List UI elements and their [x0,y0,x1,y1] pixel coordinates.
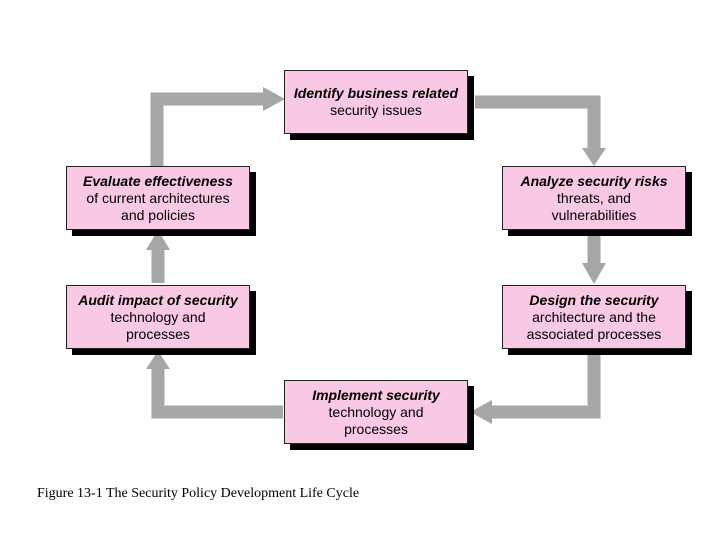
step-design-title: Design the security [529,291,659,308]
arrowhead-audit [146,351,170,369]
step-identify: Identify business related security issue… [284,70,468,134]
figure-caption: Figure 13-1 The Security Policy Developm… [37,486,360,501]
step-design: Design the security architecture and the… [502,285,686,349]
step-design-body-line2: associated processes [526,325,662,342]
step-audit-title: Audit impact of security [78,291,238,308]
arrow-identify-to-analyze [475,95,601,148]
arrowhead-evaluate [146,230,170,250]
step-audit: Audit impact of security technology and … [66,285,250,349]
step-implement-body-line2: processes [344,420,408,437]
step-audit-body-line2: processes [126,325,190,342]
step-analyze-title: Analyze security risks [520,172,668,189]
arrowhead-implement [470,400,492,424]
step-design-body-line1: architecture and the [532,308,656,325]
step-analyze-body-line2: vulnerabilities [551,206,637,223]
step-implement-body-line1: technology and [328,403,424,420]
step-identify-title: Identify business related [293,85,459,101]
step-analyze-body-line1: threats, and [557,189,631,206]
step-analyze: Analyze security risks threats, and vuln… [502,166,686,230]
arrow-evaluate-to-identify [150,92,263,168]
arrow-design-to-implement [492,350,601,419]
step-identify-body: security issues [330,102,422,118]
arrow-implement-to-audit [151,369,283,419]
arrowhead-design [582,263,606,284]
arrowhead-analyze [582,148,606,166]
step-audit-body-line1: technology and [110,308,206,325]
step-evaluate: Evaluate effectiveness of current archit… [66,166,250,230]
step-evaluate-title: Evaluate effectiveness [83,172,233,189]
step-evaluate-body-line1: of current architectures [86,189,230,206]
step-implement-title: Implement security [312,386,440,403]
arrowhead-identify [263,87,285,111]
step-implement: Implement security technology and proces… [284,380,468,444]
step-evaluate-body-line2: and policies [121,206,195,223]
